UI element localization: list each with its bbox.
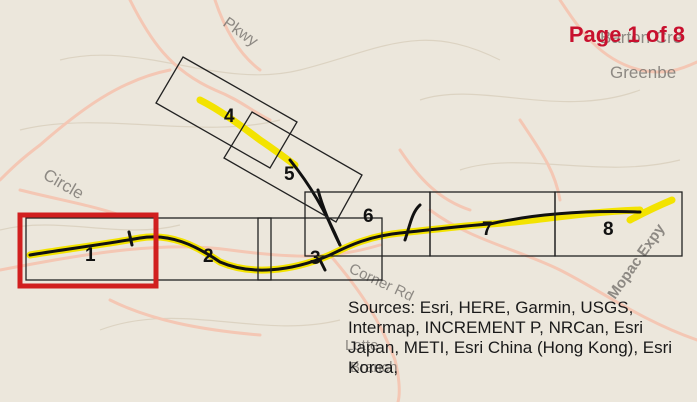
- grid-label-7: 7: [482, 219, 493, 240]
- grid-frame-5[interactable]: [223, 111, 363, 223]
- grid-frame-8[interactable]: [554, 191, 683, 257]
- current-page-frame: [17, 212, 159, 289]
- page-indicator: Page 1 of 8: [568, 22, 685, 47]
- grid-frame-4[interactable]: [155, 56, 298, 169]
- route-line: [28, 158, 642, 272]
- grid-label-8: 8: [603, 219, 614, 240]
- grid-label-2: 2: [203, 246, 214, 267]
- road-label-branch: Branch: [350, 359, 398, 376]
- road-label-lotte: Lotte: [345, 337, 378, 354]
- grid-frame-3[interactable]: [257, 217, 383, 281]
- place-label-greenbelt: Greenbe: [610, 63, 676, 82]
- grid-label-1: 1: [85, 245, 96, 266]
- grid-label-4: 4: [224, 106, 235, 127]
- grid-index-frames: [25, 56, 683, 281]
- grid-label-3: 3: [310, 248, 321, 269]
- place-label-barton-creek: Barton Cre: [600, 28, 682, 47]
- terrain-contours: [0, 39, 681, 331]
- map-sources-attribution: Sources: Esri, HERE, Garmin, USGS, Inter…: [348, 298, 673, 377]
- grid-label-6: 6: [363, 206, 374, 227]
- grid-label-5: 5: [284, 164, 295, 185]
